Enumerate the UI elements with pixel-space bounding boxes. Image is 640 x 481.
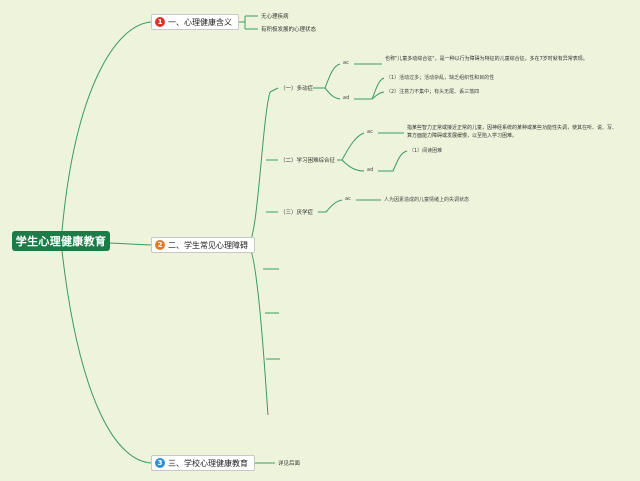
school-phobia-node[interactable]: （三）厌学症 bbox=[280, 210, 314, 216]
ld-ad-item-1[interactable]: （1）阅读困难 bbox=[409, 148, 443, 154]
adhd-ac-node[interactable]: ac bbox=[343, 60, 349, 66]
ld-ac-text: 指某些智力正常或接近正常的儿童，因神经系统的某种或某些功能性失调，使其在听、说、… bbox=[407, 125, 618, 139]
adhd-ac-text: 也称"儿童多动综合征"，是一种以行为障碍为特征的儿童综合征，多在7岁时就有异常表… bbox=[385, 56, 588, 62]
section3-label: 三、学校心理健康教育 bbox=[168, 458, 248, 468]
ld-ad-node[interactable]: ad bbox=[367, 167, 374, 173]
connector-root-section2 bbox=[109, 242, 152, 246]
section1-item-1[interactable]: 无心理疾病 bbox=[261, 14, 289, 20]
sp-ac-node[interactable]: ac bbox=[345, 196, 351, 202]
badge-3-icon: 3 bbox=[155, 458, 165, 468]
connector-ld bbox=[337, 132, 365, 172]
connector-section1-items bbox=[234, 15, 258, 30]
adhd-node[interactable]: （一）多动症 bbox=[280, 86, 314, 92]
adhd-ad-item-1[interactable]: （1）活动过多；活动杂乱，缺乏组织性和目的性 bbox=[386, 75, 495, 81]
section3-node[interactable]: 3 三、学校心理健康教育 bbox=[151, 455, 255, 471]
section2-node[interactable]: 2 二、学生常见心理障碍 bbox=[151, 237, 255, 253]
section3-item-1[interactable]: 详见后面 bbox=[278, 461, 301, 467]
ld-node[interactable]: （二）学习困难综合征 bbox=[280, 158, 336, 164]
root-label: 学生心理健康教育 bbox=[15, 235, 107, 248]
adhd-ad-item-2[interactable]: （2）注意力不集中；有头无尾、丢三落四 bbox=[386, 89, 480, 95]
root-node[interactable]: 学生心理健康教育 bbox=[12, 231, 110, 251]
badge-1-icon: 1 bbox=[155, 17, 165, 27]
adhd-ad-node[interactable]: ad bbox=[343, 95, 350, 101]
connector-root-section3 bbox=[61, 250, 152, 464]
connector-section2-branches bbox=[263, 159, 280, 360]
section1-node[interactable]: 1 一、心理健康含义 bbox=[151, 14, 239, 30]
section1-item-2[interactable]: 有积极发展的心理状态 bbox=[261, 27, 317, 33]
ld-ac-node[interactable]: ac bbox=[367, 129, 373, 135]
connector-sp bbox=[318, 199, 381, 213]
connector-adhd bbox=[313, 63, 341, 100]
badge-2-icon: 2 bbox=[155, 240, 165, 250]
connector-root-section1 bbox=[61, 21, 152, 232]
sp-ac-text: 人为因素造成的儿童情绪上的失调状态 bbox=[384, 197, 470, 203]
section1-label: 一、心理健康含义 bbox=[168, 17, 232, 27]
section2-label: 二、学生常见心理障碍 bbox=[168, 240, 248, 250]
connector-section2-trunk bbox=[247, 91, 271, 416]
